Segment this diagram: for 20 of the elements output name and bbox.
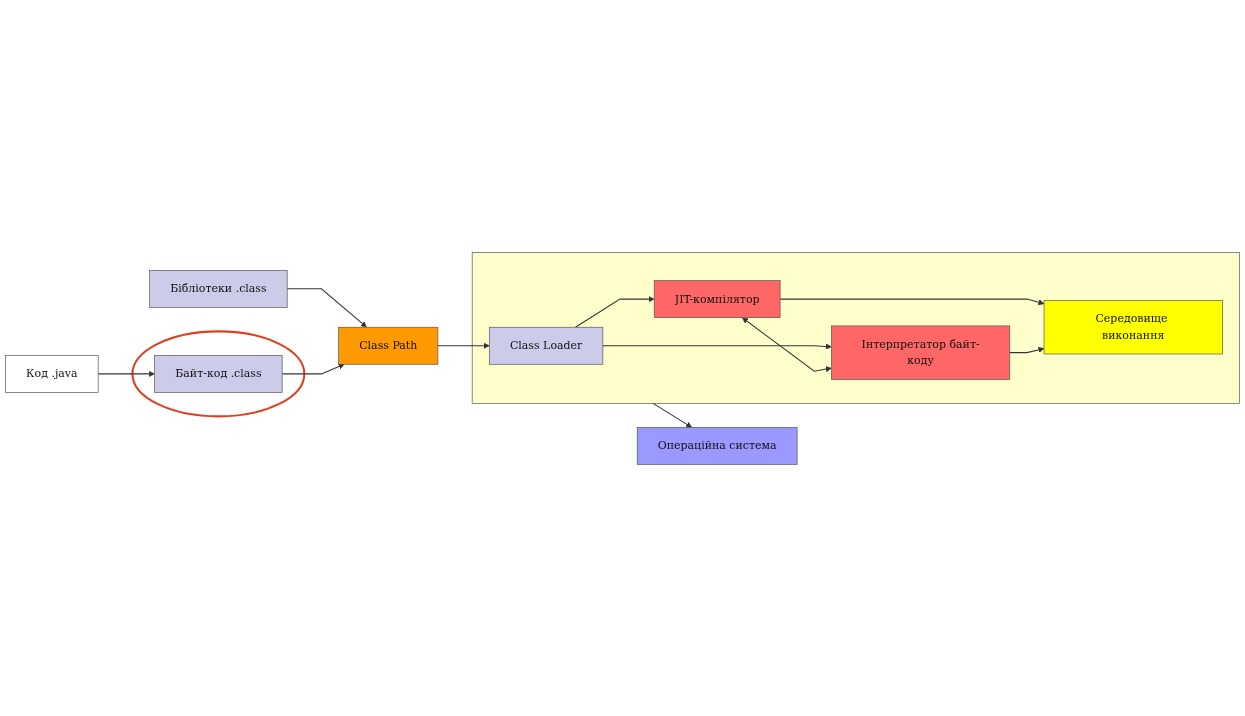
arrow [437, 342, 490, 349]
node-box: Class Path [338, 326, 439, 365]
node-box: Інтерпретатор байт-коду [831, 325, 1011, 380]
node-box: Операційна система [636, 426, 798, 465]
node-box: Бібліотеки .class [149, 269, 288, 308]
arrow [281, 363, 345, 374]
highlight-ellipse [131, 329, 306, 417]
arrow [286, 287, 367, 328]
node-box: Середовище виконання [1043, 299, 1223, 354]
arrow [742, 317, 832, 372]
arrow [1009, 346, 1045, 353]
node-box: Код .java [5, 354, 99, 393]
arrow [652, 402, 692, 428]
arrow [779, 298, 1045, 305]
node-box: Байт-код .class [154, 354, 283, 393]
arrow [97, 370, 155, 377]
node-box: JIT-компілятор [653, 279, 781, 318]
cluster [471, 251, 1240, 404]
arrow [602, 343, 832, 350]
node-box: Class Loader [489, 326, 604, 365]
